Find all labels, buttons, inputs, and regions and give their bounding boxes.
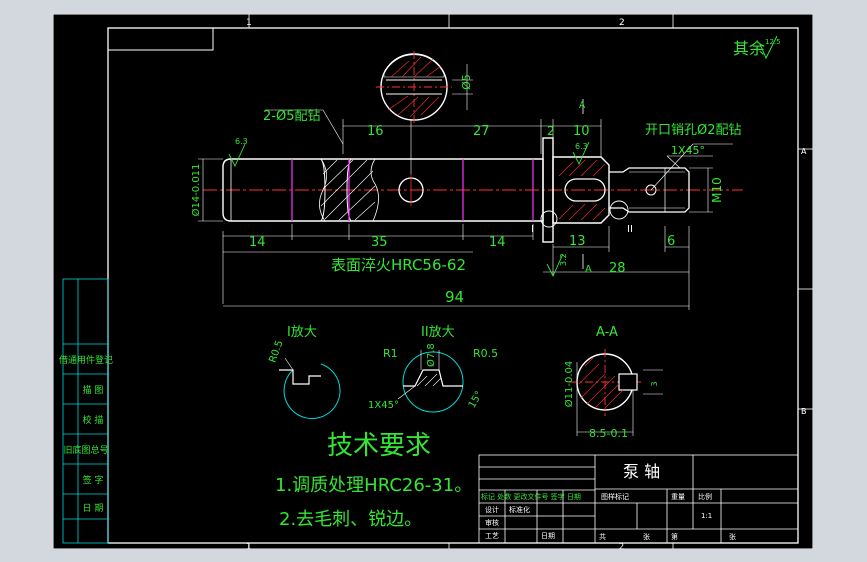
dim-94: 94 <box>445 288 464 306</box>
inner-frame <box>107 27 799 544</box>
left-table-1: 描 图 <box>83 384 104 396</box>
roughness-others-value: 12.5 <box>765 38 781 46</box>
roughness-others-label: 其余 <box>733 39 765 58</box>
hardening-note: 表面淬火HRC56-62 <box>331 256 466 274</box>
detail2-phi78: Ø7.8 <box>425 343 437 367</box>
dim-6: 6 <box>667 234 675 249</box>
sectionaa-3: 3 <box>650 381 659 386</box>
detail-2-title: II放大 <box>421 325 455 340</box>
detail2-r05: R0.5 <box>473 347 498 360</box>
dim-14-a: 14 <box>249 235 266 250</box>
tb-date: 日期 <box>541 532 555 540</box>
tech-req-item-1: 1.调质处理HRC26-31。 <box>275 475 472 496</box>
left-table-3: 旧底图总号 <box>63 444 108 456</box>
detail2-chamfer: 1X45° <box>368 400 399 411</box>
zone-right-a: A <box>801 147 807 156</box>
rough-63-a: 6.3 <box>235 137 248 146</box>
dim-phi5: Ø5 <box>460 74 473 90</box>
left-table-0: 借通用件登记 <box>59 354 113 366</box>
drawing-canvas[interactable]: 1 2 1 2 A B 借通用件登记 描 图 校 描 旧底图总号 签 字 日 期… <box>53 14 813 549</box>
tb-weight: 重量 <box>671 493 685 501</box>
dim-16: 16 <box>367 124 384 139</box>
detail1-r05: R0.5 <box>267 339 285 364</box>
tb-scale: 比例 <box>698 492 712 501</box>
tb-sheet: 张 <box>643 532 650 541</box>
dim-cotter-hole: 开口销孔Ø2配钻 <box>645 123 742 138</box>
detail2-15deg: 15° <box>467 389 485 410</box>
section-a-bottom: A <box>585 264 592 275</box>
pin-hole-section: Ø5 <box>376 51 473 124</box>
zone-bottom-2: 2 <box>619 542 624 549</box>
dim-35: 35 <box>371 235 388 250</box>
tb-review: 审核 <box>485 518 499 527</box>
dim-chamfer: 1X45° <box>671 144 705 157</box>
engineering-drawing: 1 2 1 2 A B 借通用件登记 描 图 校 描 旧底图总号 签 字 日 期… <box>53 14 813 549</box>
tb-standard: 标准化 <box>509 505 530 514</box>
tb-page-unit: 张 <box>729 532 736 541</box>
dim-28: 28 <box>609 261 626 276</box>
tech-req-item-2: 2.去毛刺、锐边。 <box>279 509 422 530</box>
detail-1-view: R0.5 <box>267 339 341 419</box>
dim-phi14: Ø14-0.011 <box>190 164 202 217</box>
detail-aa-title: A-A <box>596 325 618 340</box>
dim-m10: M10 <box>710 177 724 203</box>
tb-page: 第 <box>671 532 678 541</box>
corner-box <box>108 28 214 51</box>
dim-hole-2phi5: 2-Ø5配钻 <box>263 109 320 124</box>
detail-1-title: I放大 <box>287 325 317 340</box>
section-a-top: A <box>579 101 586 111</box>
left-table-4: 签 字 <box>83 474 104 486</box>
tb-process: 工艺 <box>485 532 499 540</box>
shaft-dimensions <box>198 109 733 310</box>
rough-63-b: 6.3 <box>575 142 588 151</box>
detail-2-view: R1 R0.5 Ø7.8 1X45° 15° <box>368 343 498 413</box>
tb-drawing-stage: 图样标记 <box>601 492 629 501</box>
zone-right-b: B <box>801 407 807 416</box>
label-roman-2: II <box>627 224 633 235</box>
left-table-2: 校 描 <box>83 414 104 426</box>
zone-top-2: 2 <box>619 18 625 28</box>
tb-sheet-total: 共 <box>599 532 606 541</box>
detail2-r1: R1 <box>383 347 398 360</box>
dim-14-b: 14 <box>489 235 506 250</box>
dim-32: 3.2 <box>559 253 568 266</box>
dim-13: 13 <box>569 234 586 249</box>
part-name: 泵 轴 <box>623 462 660 481</box>
shaft-main-view: I II <box>203 137 743 243</box>
zone-bottom-1: 1 <box>246 542 251 549</box>
left-table-5: 日 期 <box>83 503 104 514</box>
title-block <box>478 454 799 544</box>
tech-req-heading: 技术要求 <box>327 431 431 461</box>
sectionaa-phi11: Ø11-0.04 <box>563 361 575 407</box>
zone-top-1: 1 <box>246 18 252 28</box>
dim-10: 10 <box>573 124 590 139</box>
tb-designer: 设计 <box>485 505 499 514</box>
tb-scale-value: 1:1 <box>701 512 712 520</box>
label-roman-1: I <box>531 224 534 235</box>
dim-27: 27 <box>473 124 490 139</box>
section-aa-view: Ø11-0.04 3 8.5-0.1 <box>563 349 663 440</box>
left-register-strip <box>62 278 109 544</box>
dim-2: 2 <box>547 124 555 138</box>
title-row-labels: 标记 处数 更改文件号 签字 日期 <box>481 492 581 501</box>
sectionaa-85: 8.5-0.1 <box>589 427 628 440</box>
